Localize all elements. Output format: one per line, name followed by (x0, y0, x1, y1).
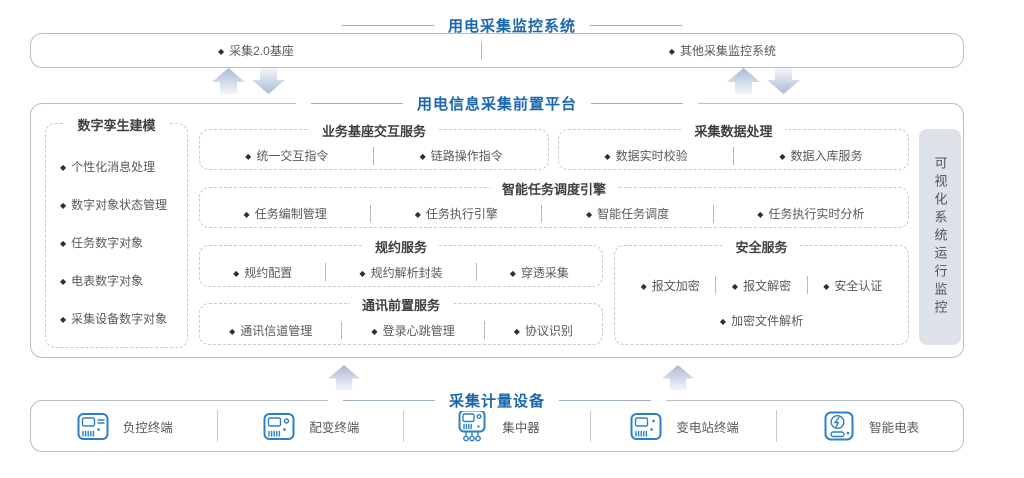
device-load-control-terminal: 负控终端 (31, 408, 217, 444)
scheduler-item: 任务执行引擎 (415, 205, 498, 222)
security-item: 报文加密 (641, 277, 700, 294)
title-line (591, 103, 683, 104)
scheduler-item: 任务编制管理 (244, 205, 327, 222)
device-smart-meter: 智能电表 (777, 408, 963, 444)
transformer-terminal-icon (263, 413, 295, 440)
device-label: 集中器 (502, 420, 540, 435)
business-item: 统一交互指令 (245, 147, 328, 164)
device-label: 智能电表 (869, 420, 920, 435)
comm-item: 协议识别 (514, 322, 573, 339)
up-arrow-icon (727, 68, 760, 94)
divider (732, 146, 734, 165)
platform-box: 用电信息采集前置平台 数字孪生建模 个性化消息处理 数字对象状态管理 任务数字对… (30, 93, 964, 358)
device-transformer-terminal: 配变终端 (218, 408, 404, 444)
substation-terminal-icon (630, 413, 662, 440)
protocol-item: 规约解析封装 (359, 264, 443, 281)
top-system-box: 采集2.0基座 其他采集监控系统 (30, 33, 964, 68)
divider (715, 276, 717, 294)
up-arrow-icon (662, 365, 694, 390)
comm-services-box: 通讯前置服务 通讯信道管理 登录心跳管理 协议识别 (199, 295, 603, 345)
visual-monitoring-bar: 可视化系统运行监控 (919, 129, 961, 345)
divider (589, 410, 591, 442)
title-line (341, 25, 434, 26)
security-item: 安全认证 (823, 277, 882, 294)
platform-title: 用电信息采集前置平台 (31, 93, 963, 114)
up-arrow-icon (328, 365, 360, 390)
load-control-terminal-icon (77, 413, 109, 440)
digital-twin-box: 数字孪生建模 个性化消息处理 数字对象状态管理 任务数字对象 电表数字对象 采集… (45, 115, 188, 348)
platform-title-text: 用电信息采集前置平台 (416, 96, 577, 113)
top-system-title-text: 用电采集监控系统 (447, 18, 576, 35)
scheduler-item: 智能任务调度 (586, 205, 669, 222)
divider (370, 204, 372, 223)
title-line (310, 103, 403, 104)
security-item: 报文解密 (732, 277, 791, 294)
concentrator-icon (458, 409, 486, 442)
down-arrow-icon (767, 68, 800, 94)
up-arrow-icon (212, 68, 245, 94)
digital-twin-item: 任务数字对象 (60, 234, 175, 251)
device-label: 变电站终端 (676, 420, 739, 435)
divider (480, 41, 482, 60)
business-services-box: 业务基座交互服务 统一交互指令 链路操作指令 (199, 121, 549, 170)
security-services-box: 安全服务 报文加密 报文解密 安全认证 加密文件解析 (614, 237, 909, 345)
divider (483, 321, 485, 339)
comm-item: 登录心跳管理 (371, 322, 455, 339)
comm-item: 通讯信道管理 (229, 322, 312, 339)
protocol-item: 规约配置 (233, 264, 292, 281)
data-processing-box: 采集数据处理 数据实时校验 数据入库服务 (558, 121, 909, 170)
divider (475, 263, 477, 281)
digital-twin-item: 采集设备数字对象 (60, 310, 175, 327)
data-processing-item: 数据实时校验 (604, 147, 688, 164)
top-system-item: 其他采集监控系统 (669, 42, 776, 59)
down-arrow-icon (252, 68, 285, 94)
top-system-item: 采集2.0基座 (218, 42, 294, 59)
top-system-title: 用电采集监控系统 (0, 15, 1024, 36)
divider (216, 410, 218, 442)
digital-twin-item: 电表数字对象 (60, 272, 175, 289)
title-line (590, 25, 682, 26)
visual-monitoring-label: 可视化系统运行监控 (932, 156, 948, 318)
digital-twin-item: 个性化消息处理 (60, 158, 175, 175)
data-processing-item: 数据入库服务 (779, 147, 863, 164)
divider (341, 321, 343, 339)
scheduler-item: 任务执行实时分析 (757, 205, 864, 222)
divider (776, 410, 778, 442)
business-item: 链路操作指令 (420, 147, 503, 164)
divider (712, 204, 714, 223)
divider (806, 276, 808, 294)
protocol-services-box: 规约服务 规约配置 规约解析封装 穿透采集 (199, 237, 603, 287)
divider (325, 263, 327, 281)
device-label: 负控终端 (122, 420, 173, 435)
protocol-item: 穿透采集 (510, 264, 569, 281)
scheduler-box: 智能任务调度引擎 任务编制管理 任务执行引擎 智能任务调度 任务执行实时分析 (199, 179, 909, 228)
devices-box: 采集计量设备 负控终端 (30, 390, 964, 452)
device-concentrator: 集中器 (404, 408, 590, 444)
divider (373, 146, 375, 165)
divider (541, 204, 543, 223)
smart-meter-icon (824, 411, 854, 441)
divider (403, 410, 405, 442)
device-substation-terminal: 变电站终端 (591, 408, 777, 444)
digital-twin-item: 数字对象状态管理 (60, 196, 175, 213)
device-label: 配变终端 (309, 420, 360, 435)
security-item: 加密文件解析 (720, 312, 803, 329)
